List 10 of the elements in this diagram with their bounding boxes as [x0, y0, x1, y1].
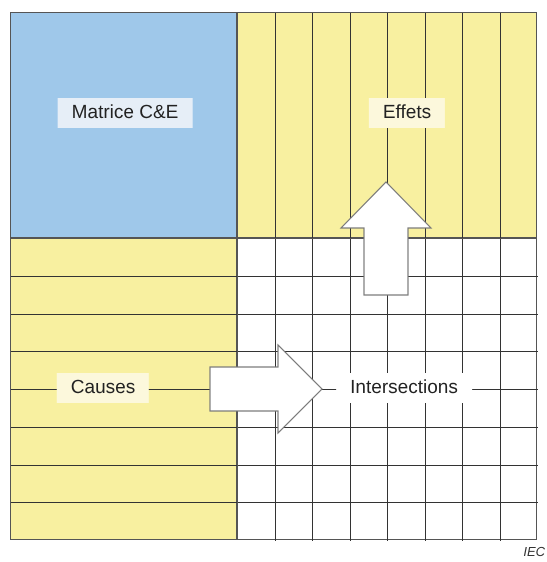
block-arrow [340, 181, 432, 296]
block-arrow [209, 344, 323, 434]
matrix-quadrant [10, 12, 237, 238]
causes-quadrant [10, 238, 237, 540]
quadrant-title: Matrice C&E [58, 98, 192, 128]
effects-quadrant [237, 12, 537, 238]
quadrant-title: Causes [56, 373, 150, 403]
source-note: IEC [523, 544, 545, 559]
quadrant-title: Intersections [336, 373, 472, 403]
quadrant-title: Effets [368, 98, 446, 128]
